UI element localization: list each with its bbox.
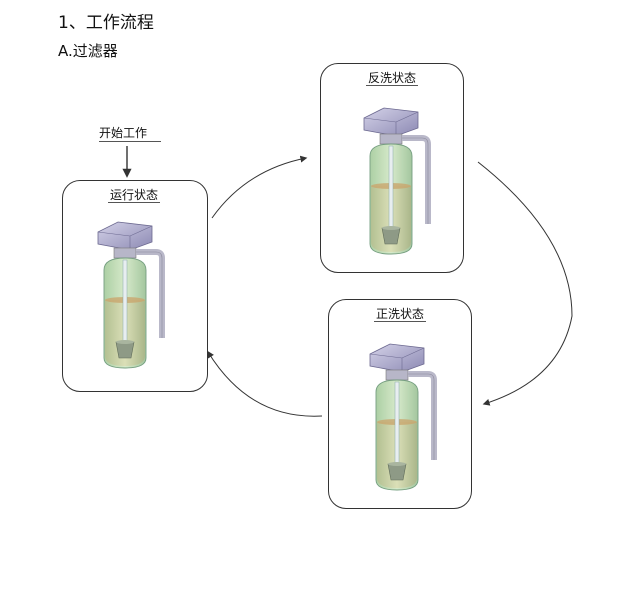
backwash-state-title-underline [366, 85, 418, 86]
subsection-heading: A.过滤器 [58, 42, 118, 60]
filter-illustration-rinse [370, 344, 434, 490]
filter-illustration-backwash [364, 108, 428, 254]
run-state-title-underline [108, 202, 160, 203]
section-heading: 1、工作流程 [58, 13, 154, 33]
backwash-state-title: 反洗状态 [368, 71, 417, 85]
rinse-state-title: 正洗状态 [376, 307, 425, 321]
filter-illustration-run [98, 222, 162, 368]
arrow-run-to-backwash [211, 155, 308, 219]
arrow-backwash-to-rinse [477, 161, 573, 406]
arrow-rinse-to-run [207, 350, 323, 417]
run-state-title: 运行状态 [110, 188, 159, 202]
rinse-state-title-underline [374, 321, 426, 322]
start-label-underline [99, 141, 161, 142]
start-work-label: 开始工作 [99, 126, 148, 140]
